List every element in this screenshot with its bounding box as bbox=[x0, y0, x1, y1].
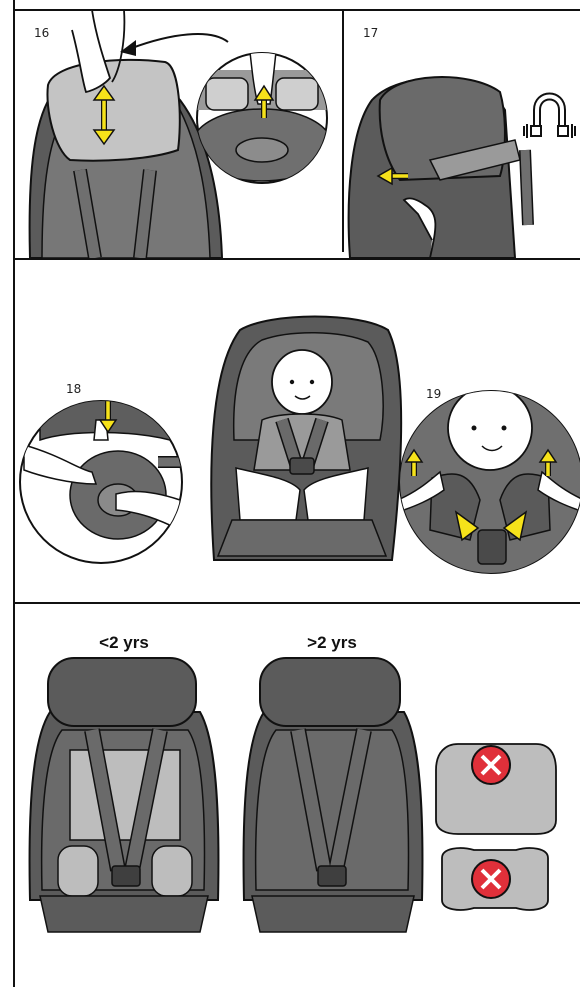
seat-over-two bbox=[244, 658, 423, 932]
age-label-over-two: >2 yrs bbox=[272, 633, 392, 653]
step-number-17: 17 bbox=[363, 26, 378, 40]
age-label-under-two: <2 yrs bbox=[64, 633, 184, 653]
step-18-inset bbox=[20, 393, 190, 563]
curved-arrow-icon bbox=[132, 34, 228, 48]
step-number-16: 16 bbox=[34, 26, 49, 40]
step-number-18: 18 bbox=[66, 382, 81, 396]
step-17-illustration bbox=[349, 77, 528, 258]
seat-with-child bbox=[211, 317, 401, 561]
step-16-illustration bbox=[30, 10, 222, 258]
cross-icon bbox=[472, 746, 510, 784]
seat-under-two bbox=[30, 658, 219, 932]
cross-icon bbox=[472, 860, 510, 898]
step-19-inset bbox=[396, 386, 580, 578]
step-number-19: 19 bbox=[426, 387, 441, 401]
magnet-icon bbox=[524, 97, 575, 139]
step-16-inset bbox=[192, 52, 332, 183]
